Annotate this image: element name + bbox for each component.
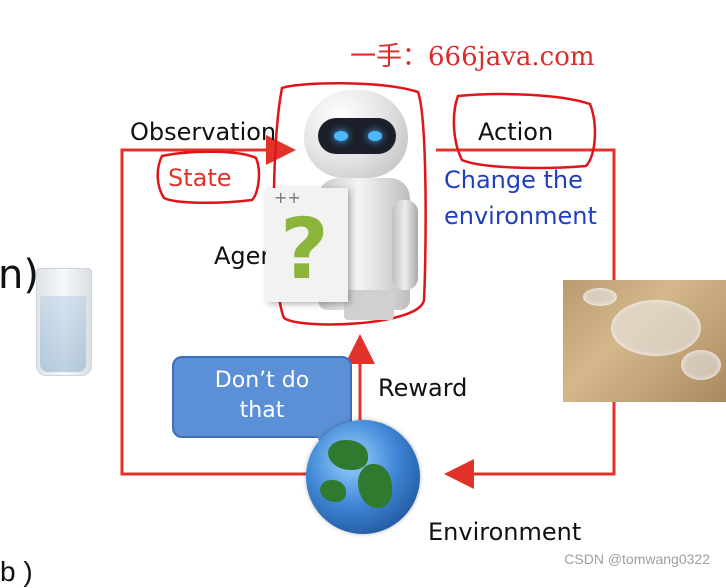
globe-landmass (358, 464, 392, 508)
credit-text: CSDN @tomwang0322 (564, 551, 710, 567)
question-mark-icon: ++ ? (266, 188, 348, 302)
environment-label: Environment (428, 518, 582, 546)
robot-leg (344, 290, 394, 320)
robot-arm (392, 200, 418, 290)
partial-text-left: n) (0, 252, 39, 298)
question-mark-glyph: ? (280, 200, 329, 298)
robot-visor (318, 118, 396, 154)
puddle (681, 350, 721, 380)
spilled-water-icon (563, 280, 726, 402)
action-circle-annotation (452, 92, 597, 170)
glass-water (40, 296, 86, 372)
change-environment-label: Change the environment (444, 166, 597, 230)
observation-label: Observation (130, 118, 277, 146)
speech-bubble-icon: Don’t do that (172, 356, 352, 438)
robot-eye-right (368, 131, 382, 141)
observation-path (120, 135, 315, 476)
globe-icon (306, 420, 420, 534)
partial-text-bottom: b ) (0, 556, 33, 587)
puddle (583, 288, 617, 306)
globe-landmass (320, 480, 346, 502)
hash-glyph: ++ (274, 188, 301, 207)
state-circle-annotation (156, 150, 261, 205)
watermark-text: 一手：666java.com (350, 42, 595, 72)
globe-landmass (328, 440, 368, 470)
robot-eye-left (334, 131, 348, 141)
action-label: Action (478, 118, 554, 146)
puddle (611, 300, 701, 356)
bubble-text: Don’t do that (214, 368, 310, 423)
state-label: State (168, 164, 232, 192)
reward-label: Reward (378, 374, 468, 402)
